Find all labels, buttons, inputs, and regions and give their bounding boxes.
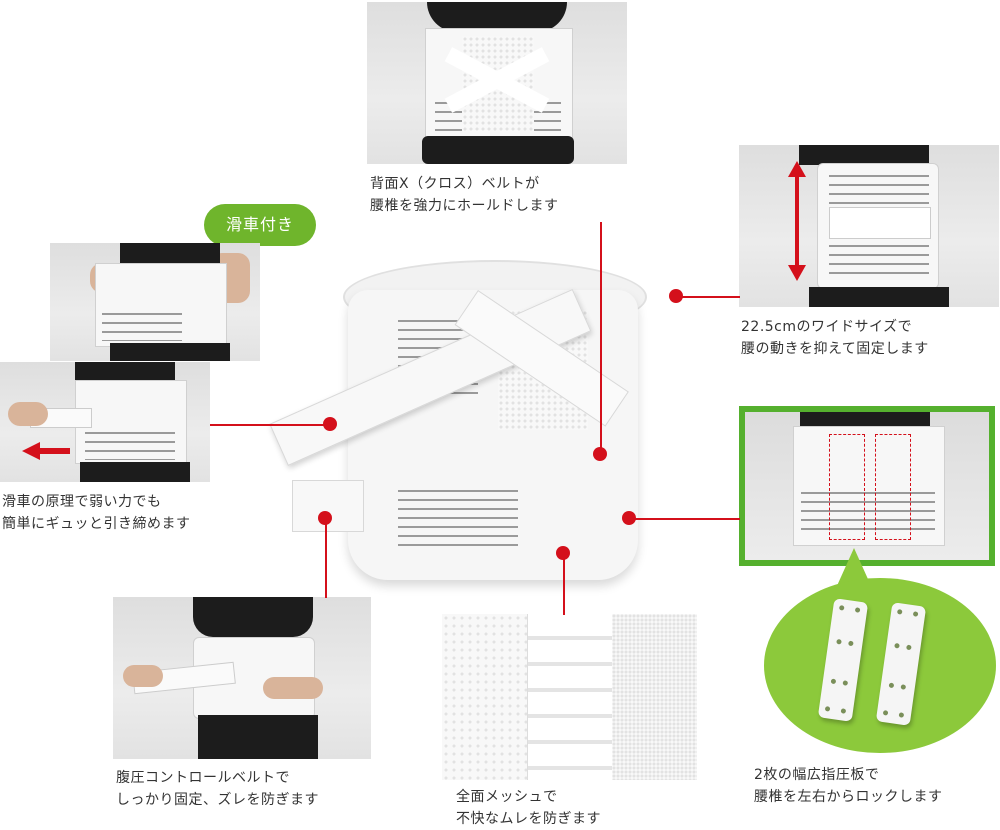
caption-plates-line2: 腰椎を左右からロックします bbox=[754, 789, 943, 805]
callout-dot-plates bbox=[622, 511, 636, 525]
caption-back-x-line1: 背面X（クロス）ベルトが bbox=[370, 176, 540, 192]
callout-dot-abdominal bbox=[318, 511, 332, 525]
back-x-belt-photo bbox=[367, 2, 627, 164]
caption-plates-line1: 2枚の幅広指圧板で bbox=[754, 767, 880, 783]
plates-bubble bbox=[764, 578, 996, 753]
caption-abdominal: 腹圧コントロールベルトで しっかり固定、ズレを防ぎます bbox=[116, 767, 319, 811]
pulley-photo-bottom bbox=[0, 362, 210, 482]
caption-pulley-line1: 滑車の原理で弱い力でも bbox=[2, 494, 162, 510]
callout-line-pulley bbox=[210, 424, 330, 426]
caption-abdominal-line2: しっかり固定、ズレを防ぎます bbox=[116, 792, 319, 808]
pulley-photo-top bbox=[50, 243, 260, 361]
mesh-closeup-photo bbox=[442, 614, 697, 780]
caption-wide-line2: 腰の動きを抑えて固定します bbox=[741, 341, 929, 357]
caption-pulley: 滑車の原理で弱い力でも 簡単にギュッと引き締めます bbox=[2, 491, 191, 535]
callout-dot-back-x bbox=[593, 447, 607, 461]
caption-wide-line1: 22.5cmのワイドサイズで bbox=[741, 319, 913, 335]
callout-line-back-x bbox=[600, 222, 602, 454]
caption-wide: 22.5cmのワイドサイズで 腰の動きを抑えて固定します bbox=[741, 316, 929, 360]
wide-size-photo bbox=[739, 145, 999, 307]
callout-line-plates bbox=[630, 518, 740, 520]
callout-line-abdominal bbox=[325, 518, 327, 598]
pulley-badge: 滑車付き bbox=[204, 204, 316, 246]
lumbar-belt-product bbox=[269, 250, 660, 595]
callout-line-mesh bbox=[563, 553, 565, 615]
caption-back-x: 背面X（クロス）ベルトが 腰椎を強力にホールドします bbox=[370, 173, 559, 217]
callout-dot-pulley bbox=[323, 417, 337, 431]
caption-plates: 2枚の幅広指圧板で 腰椎を左右からロックします bbox=[754, 764, 943, 808]
caption-mesh: 全面メッシュで 不快なムレを防ぎます bbox=[456, 786, 601, 830]
caption-pulley-line2: 簡単にギュッと引き締めます bbox=[2, 516, 191, 532]
pressure-plate-right bbox=[875, 602, 927, 726]
caption-abdominal-line1: 腹圧コントロールベルトで bbox=[116, 770, 290, 786]
callout-dot-mesh bbox=[556, 546, 570, 560]
callout-dot-wide bbox=[669, 289, 683, 303]
pressure-plate-left bbox=[817, 598, 869, 722]
caption-mesh-line2: 不快なムレを防ぎます bbox=[456, 811, 601, 827]
callout-line-wide bbox=[676, 296, 740, 298]
plates-inserted-photo bbox=[739, 406, 995, 566]
caption-mesh-line1: 全面メッシュで bbox=[456, 789, 558, 805]
caption-back-x-line2: 腰椎を強力にホールドします bbox=[370, 198, 559, 214]
abdominal-belt-photo bbox=[113, 597, 371, 759]
